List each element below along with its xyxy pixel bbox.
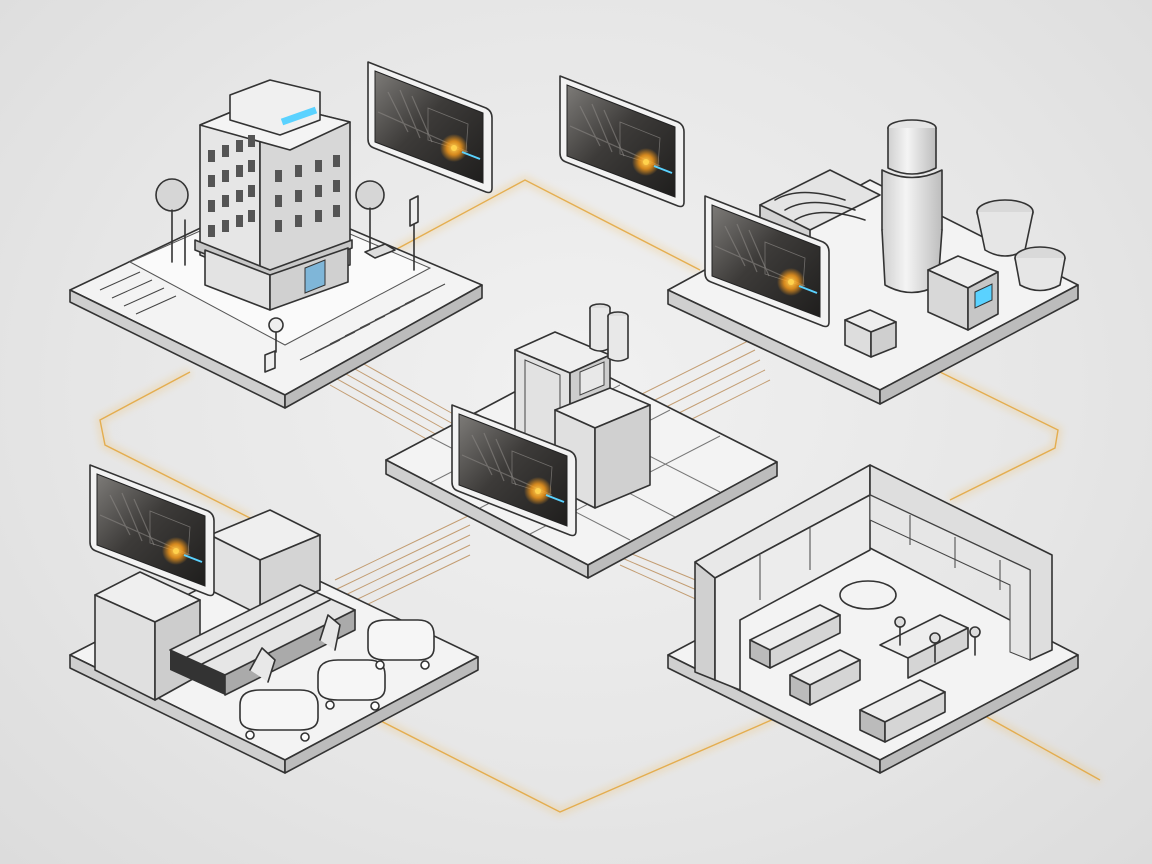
cart-icon <box>239 619 435 742</box>
robot-arm-icon <box>249 614 341 683</box>
street-lamp-icon <box>184 195 419 271</box>
retail-store-hub[interactable] <box>667 464 1079 774</box>
store-walls <box>694 464 1053 691</box>
industrial-plant-hub[interactable] <box>667 119 1079 405</box>
chimney-pipes <box>589 303 629 362</box>
central-data-center-hub[interactable] <box>385 303 778 579</box>
office-tower <box>194 79 353 311</box>
bench-icon <box>364 243 396 259</box>
logistics-warehouse-hub[interactable] <box>69 509 479 774</box>
server-rack-icon <box>844 309 897 358</box>
connector-paths <box>96 176 1102 816</box>
office-building-hub[interactable] <box>69 79 483 409</box>
control-box <box>927 255 999 331</box>
camera-feed-2[interactable] <box>559 75 685 208</box>
staff-figures-icon <box>894 616 981 663</box>
camera-feed-1[interactable] <box>367 61 493 194</box>
camera-feed-5[interactable] <box>89 464 215 597</box>
shelving <box>749 604 969 743</box>
storage-silo-icon <box>881 119 943 294</box>
tree-icon <box>155 178 385 263</box>
parking-sign-icon <box>264 317 284 373</box>
tanks <box>976 199 1066 292</box>
